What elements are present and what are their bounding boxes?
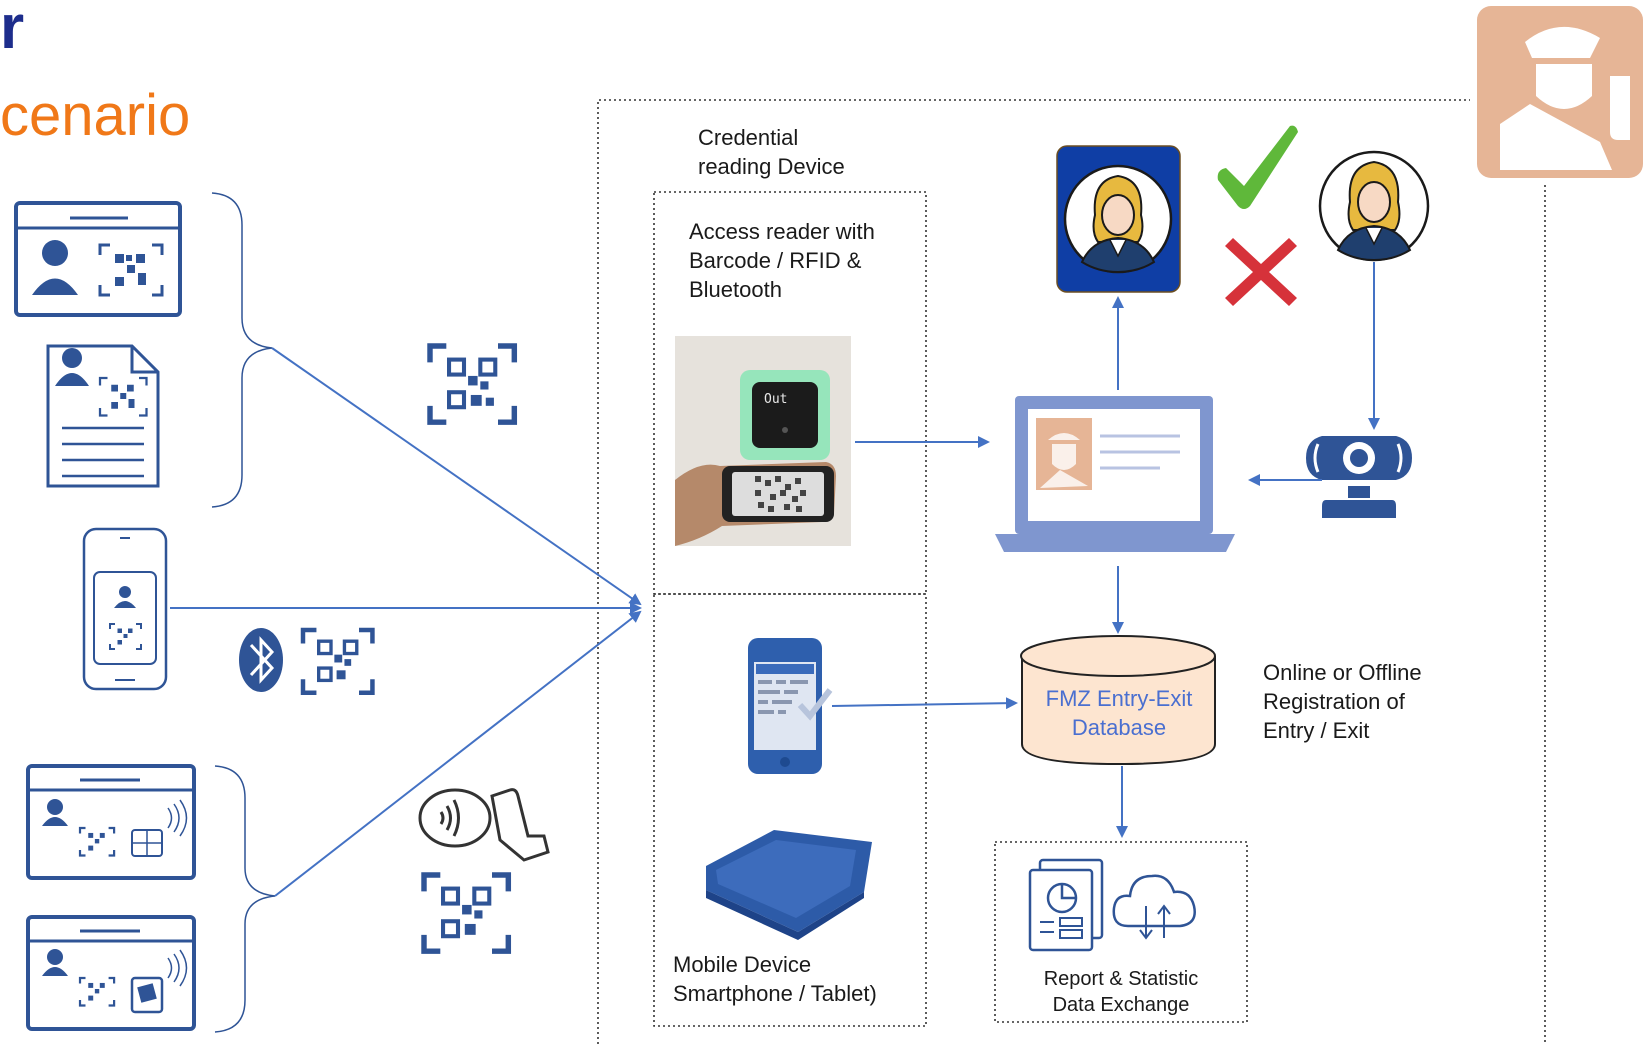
report-box [994, 841, 1248, 1023]
access-reader-label: Access reader with Barcode / RFID & Blue… [689, 219, 875, 302]
smartphone-credential-icon [82, 527, 168, 691]
document-icon [46, 344, 160, 488]
bluetooth-icon [239, 628, 283, 692]
system-boundary [597, 99, 1546, 1044]
traveler-photo-on-file [1056, 145, 1181, 293]
officer-logo [1477, 6, 1643, 178]
reader-screen-text: Out [764, 392, 788, 407]
contactless-card-icon [26, 915, 196, 1031]
mobile-scanner-photo [748, 638, 833, 774]
bracket-bottom [214, 765, 276, 1033]
database-cylinder [1020, 635, 1216, 766]
credential-device-label: Credential reading Device [698, 125, 845, 179]
cloud-sync-icon [1112, 874, 1196, 940]
registration-label: Online or Offline Registration of Entry … [1263, 660, 1422, 743]
check-mark-icon [1217, 125, 1298, 209]
mobile-to-database-arrow [831, 697, 1018, 710]
bracket-top [211, 192, 273, 508]
laptop-icon [995, 396, 1235, 552]
cross-mark-icon [1225, 238, 1297, 306]
page-title: r [0, 0, 25, 62]
report-label: Report & Statistic Data Exchange [1043, 968, 1199, 1016]
qr-code-icon [300, 627, 375, 695]
webcam-icon [1306, 436, 1412, 518]
id-card-icon [14, 201, 182, 317]
credential-input-lines [170, 347, 642, 897]
contactless-payment-icon [418, 788, 550, 862]
tablet-photo [706, 830, 872, 940]
mobile-device-box [653, 593, 927, 1027]
access-reader-photo [675, 336, 851, 546]
qr-code-icon [421, 872, 512, 954]
database-label: FMZ Entry-Exit Database [1045, 686, 1193, 740]
report-document-icon [1028, 858, 1104, 952]
page-subtitle: cenario [0, 83, 191, 148]
smart-card-chip-icon [26, 764, 196, 880]
live-person-icon [1318, 150, 1430, 262]
qr-code-icon [427, 343, 518, 425]
mobile-device-label: Mobile Device Smartphone / Tablet) [673, 952, 877, 1006]
